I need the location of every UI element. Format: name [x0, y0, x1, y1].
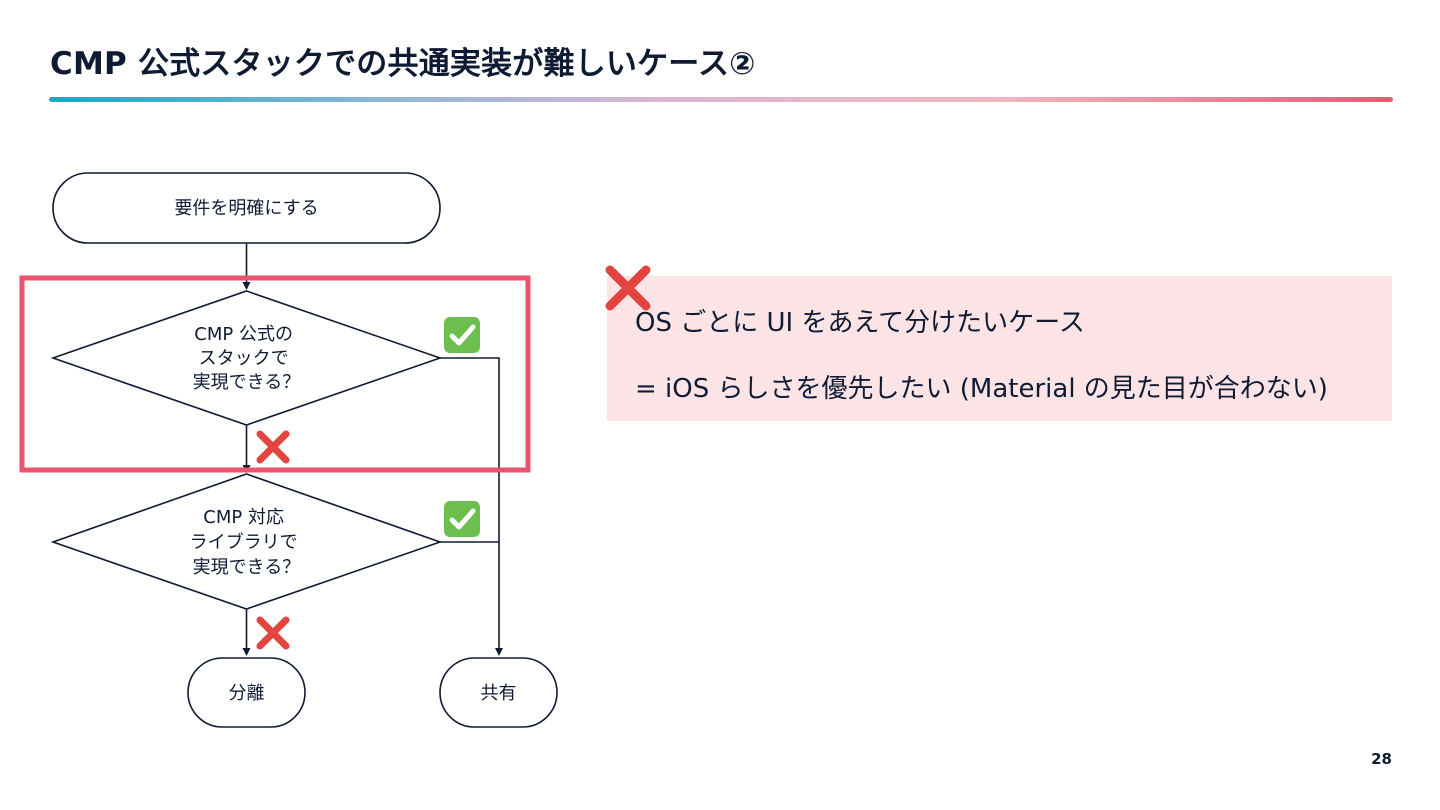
- decision1-line-1: CMP 公式の: [194, 324, 293, 345]
- title-underline: [49, 97, 1393, 102]
- page-number: 28: [1371, 750, 1392, 768]
- note-line-2: = iOS らしさを優先したい (Material の見た目が合わない): [635, 374, 1328, 404]
- decision2-line-2: ライブラリで: [190, 531, 298, 553]
- decision1-line-2: スタックで: [199, 348, 289, 369]
- start-node-label: 要件を明確にする: [174, 198, 318, 219]
- highlight-frame: [19, 275, 531, 473]
- share-node: [439, 657, 558, 728]
- connector-decision1-yes-to-share: [440, 357, 503, 656]
- cross-mark-icon: [256, 430, 290, 464]
- decision2-label: CMP 対応 ライブラリで 実現できる？: [190, 507, 304, 578]
- page-title: CMP 公式スタックでの共通実装が難しいケース②: [50, 46, 756, 82]
- decision1-line-3: 実現できる？: [193, 372, 301, 393]
- split-node-label: 分離: [229, 683, 265, 704]
- note-box: OS ごとに UI をあえて分けたいケース = iOS らしさを優先したい (M…: [607, 276, 1392, 421]
- decision2-line-1: CMP 対応: [203, 507, 284, 528]
- note-line-1: OS ごとに UI をあえて分けたいケース: [635, 308, 1085, 338]
- decision2-line-3: 実現できる？: [193, 557, 301, 578]
- check-mark-icon: [444, 317, 480, 353]
- cross-mark-icon: [605, 265, 651, 311]
- share-node-label: 共有: [481, 683, 517, 704]
- cross-mark-icon: [256, 616, 290, 650]
- split-node: [187, 657, 306, 728]
- decision1-label: CMP 公式の スタックで 実現できる？: [193, 324, 301, 393]
- check-mark-icon: [444, 501, 480, 537]
